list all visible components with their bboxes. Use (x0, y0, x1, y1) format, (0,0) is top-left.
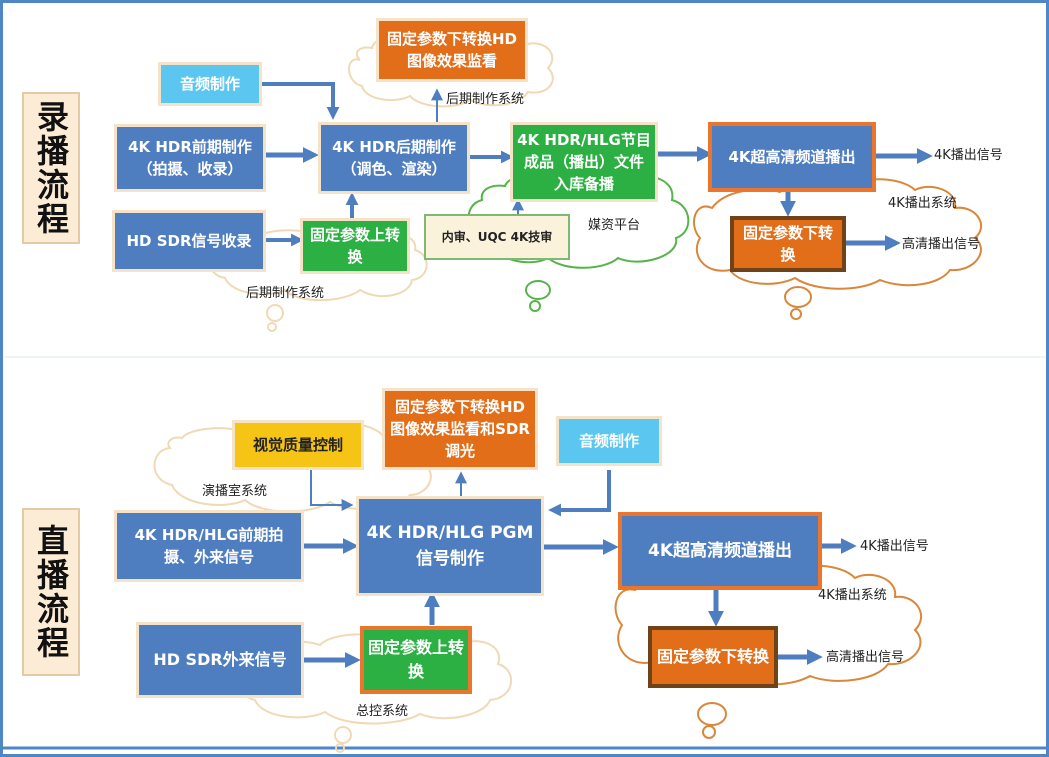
live-audio-box: 音频制作 (556, 416, 662, 466)
rec-channel-box: 4K超高清频道播出 (708, 122, 876, 192)
cloud-master (236, 632, 513, 753)
live-playout-system-label: 4K播出系统 (818, 588, 887, 603)
rec-playout-system-label: 4K播出系统 (888, 196, 957, 211)
rec-out-4k-label: 4K播出信号 (934, 148, 1003, 163)
live-pre-box: 4K HDR/HLG前期拍摄、外来信号 (114, 510, 304, 582)
rec-out-hd-label: 高清播出信号 (902, 237, 981, 252)
live-studio-system-label: 演播室系统 (202, 484, 268, 499)
cloud-post-bottom (208, 226, 428, 332)
rec-finished-box: 4K HDR/HLG节目成品（播出）文件入库备播 (510, 122, 658, 202)
side-label-live: 直播流程 (22, 508, 80, 676)
rec-down-box: 固定参数下转换 (730, 216, 846, 272)
live-out-4k-label: 4K播出信号 (860, 539, 929, 554)
rec-post-system-label-2: 后期制作系统 (246, 286, 325, 301)
rec-post-box: 4K HDR后期制作（调色、渲染） (318, 122, 470, 194)
rec-audio-box: 音频制作 (158, 62, 262, 106)
live-monitor-box: 固定参数下转换HD图像效果监看和SDR调光 (382, 388, 538, 470)
live-master-system-label: 总控系统 (356, 704, 409, 719)
arrow-audio-to-pgm (548, 470, 611, 517)
live-sdr-in-box: HD SDR外来信号 (136, 622, 304, 698)
live-up-box: 固定参数上转换 (360, 626, 472, 694)
rec-media-label: 媒资平台 (588, 218, 641, 233)
rec-up-box: 固定参数上转换 (300, 218, 410, 274)
live-channel-box: 4K超高清频道播出 (618, 512, 822, 590)
rec-sdr-in-box: HD SDR信号收录 (112, 210, 266, 272)
rec-post-system-label: 后期制作系统 (446, 92, 525, 107)
rec-monitor-box: 固定参数下转换HD图像效果监看 (376, 18, 528, 82)
live-down-box: 固定参数下转换 (648, 626, 778, 688)
side-label-recording: 录播流程 (22, 92, 80, 244)
live-pgm-box: 4K HDR/HLG PGM 信号制作 (356, 496, 544, 596)
rec-qc-box: 内审、UQC 4K技审 (424, 214, 570, 260)
live-out-hd-label: 高清播出信号 (826, 650, 905, 665)
arrow-audio-to-post (262, 82, 340, 120)
rec-pre-box: 4K HDR前期制作（拍摄、收录） (114, 124, 266, 192)
arrow-visualqc-to-pgm (310, 470, 354, 511)
live-visual-qc-box: 视觉质量控制 (232, 420, 364, 470)
